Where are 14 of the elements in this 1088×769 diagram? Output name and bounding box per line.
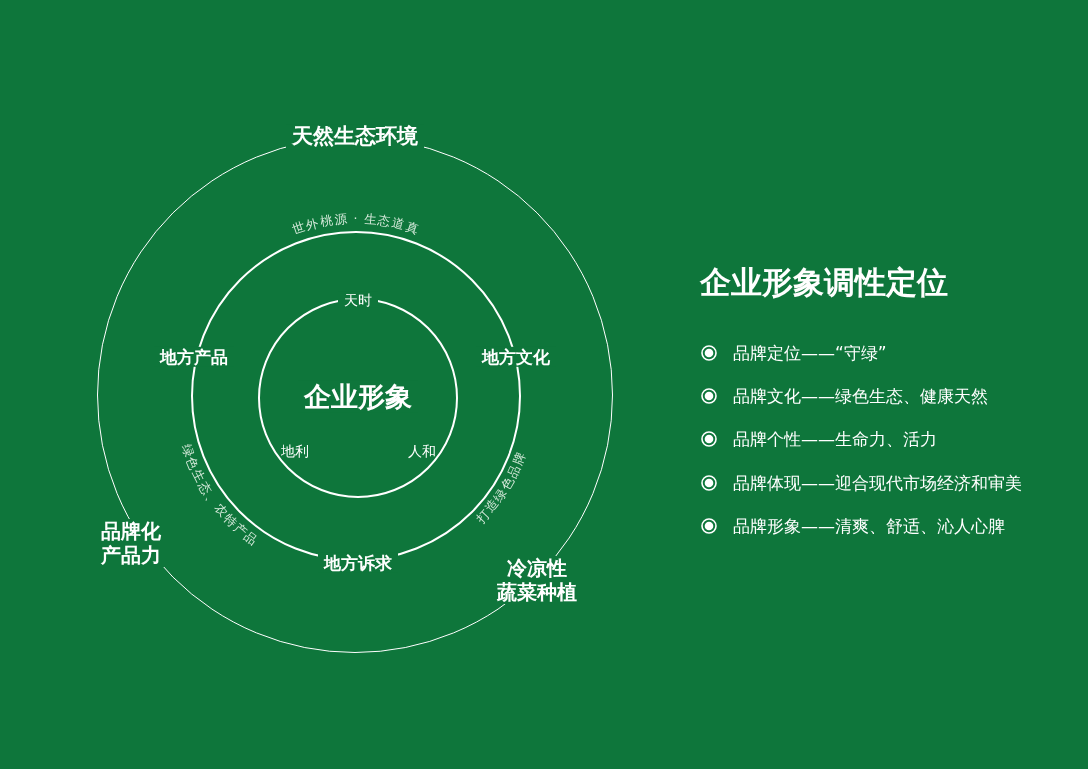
ring-label: 人和 bbox=[406, 442, 437, 459]
list-item: 品牌个性——生命力、活力 bbox=[733, 429, 937, 450]
list-item: 品牌定位——“守绿” bbox=[733, 343, 887, 363]
ring-label: 天时 bbox=[337, 291, 378, 308]
curved-label: 打造绿色品牌 bbox=[472, 448, 529, 526]
ring-label: 地利 bbox=[279, 442, 310, 459]
list-item: 品牌文化——绿色生态、健康天然 bbox=[733, 386, 988, 407]
ring-label: 地方诉求 bbox=[318, 552, 398, 574]
list-item: 品牌形象——清爽、舒适、沁人心脾 bbox=[733, 515, 1005, 536]
heading: 企业形象调性定位 bbox=[700, 263, 948, 301]
list-item: 品牌体现——迎合现代市场经济和审美 bbox=[733, 472, 1022, 493]
curved-label: 世外桃源 · 生态道真 bbox=[289, 211, 423, 238]
ring-label: 天然生态环境 bbox=[285, 123, 424, 150]
curved-label: 绿色生态、农特产品 bbox=[179, 442, 262, 549]
